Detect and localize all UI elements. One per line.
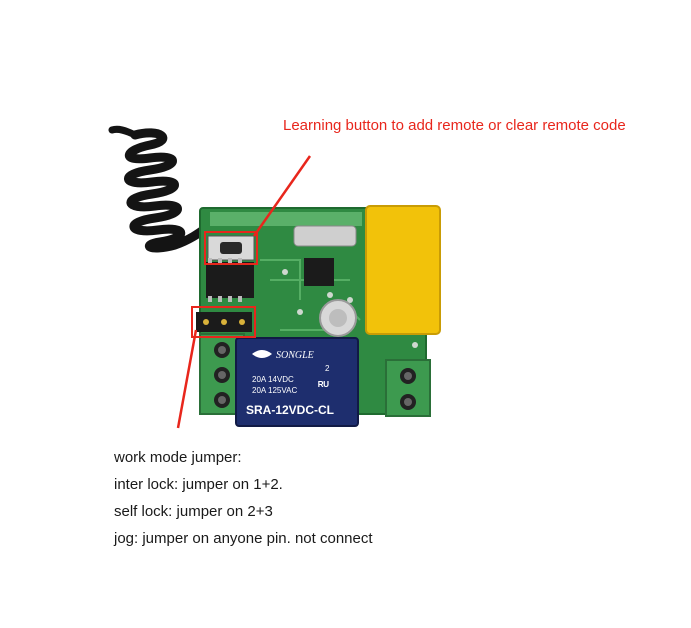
crystal-oscillator — [293, 225, 357, 247]
jumper-highlight — [191, 306, 256, 338]
electrolytic-capacitor — [319, 299, 357, 337]
ul-certification-icon: ᴿᵁ — [318, 379, 330, 393]
relay-rating-line1: 20A 14VDC — [252, 375, 294, 384]
learning-button-pointer — [252, 155, 312, 237]
learning-button-highlight — [204, 231, 258, 265]
songle-logo-icon — [252, 350, 272, 358]
jumper-pointer — [176, 329, 198, 429]
work-mode-notes: work mode jumper: inter lock: jumper on … — [114, 444, 373, 552]
mode-jog: jog: jumper on anyone pin. not connect — [114, 530, 373, 547]
relay-pin-number: 2 — [325, 364, 330, 373]
ic-chip — [206, 258, 254, 302]
learning-button-callout: Learning button to add remote or clear r… — [283, 117, 626, 134]
relay: SONGLE 2 20A 14VDC 20A 125VAC ᴿᵁ SRA-12V… — [235, 337, 359, 427]
coil-antenna-icon — [108, 125, 217, 253]
relay-brand: SONGLE — [276, 350, 314, 361]
relay-model: SRA-12VDC-CL — [246, 403, 334, 417]
work-mode-title: work mode jumper: — [114, 449, 242, 466]
small-chip — [304, 258, 334, 286]
right-terminal-block — [385, 359, 431, 417]
mode-interlock: inter lock: jumper on 1+2. — [114, 476, 283, 493]
mode-jumper — [196, 312, 252, 332]
mode-selflock: self lock: jumper on 2+3 — [114, 503, 273, 520]
learning-button — [207, 235, 255, 261]
relay-rating-line2: 20A 125VAC — [252, 386, 297, 395]
x-capacitor — [365, 205, 441, 335]
